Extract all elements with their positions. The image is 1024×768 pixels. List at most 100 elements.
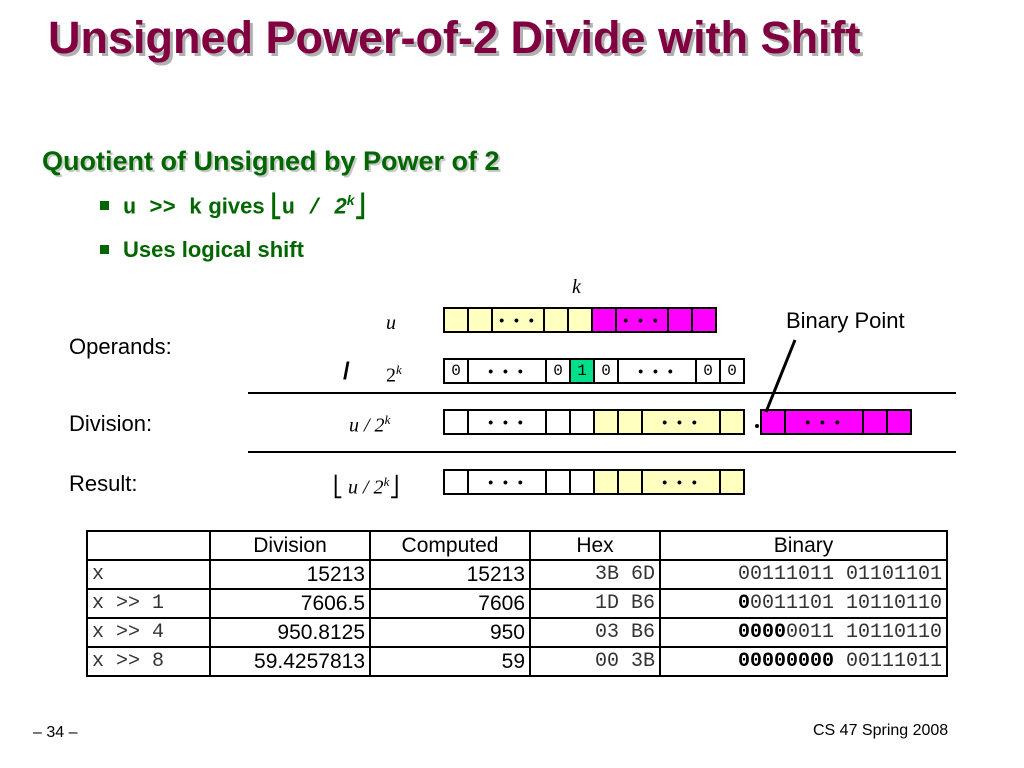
bit-cell: [691, 307, 717, 333]
remaining-bits: 0011101 10110110: [749, 592, 942, 615]
computed-cell: 7606: [369, 588, 531, 619]
floor-right-bracket: ⎦: [354, 193, 366, 219]
remaining-bits: 00111011: [833, 650, 942, 673]
division-cell: 15213: [209, 559, 371, 590]
table-row: x >> 8 59.4257813 59 00 3B 00000000 0011…: [86, 646, 948, 677]
bullet-gives-text: gives: [208, 193, 265, 219]
shift-results-table: Division Computed Hex Binary x 15213 152…: [86, 530, 948, 677]
expr-cell: x: [86, 559, 211, 590]
hex-cell: 03 B6: [529, 617, 661, 648]
two-pow-k-bit-row: 0 • • • 0 1 0 • • • 0 0: [443, 358, 745, 384]
table-row: x >> 4 950.8125 950 03 B6 00000011 10110…: [86, 617, 948, 648]
binary-cell: 00111011 01101101: [659, 559, 948, 590]
table-row: x >> 1 7606.5 7606 1D B6 00011101 101101…: [86, 588, 948, 619]
floor-right-bracket: ⎦: [389, 476, 400, 499]
binary-point-dot: [755, 424, 759, 428]
divider-line: [248, 451, 956, 453]
header-cell: Binary: [659, 530, 948, 561]
bit-cell: [543, 307, 569, 333]
bullet-code: u >> k: [123, 195, 203, 221]
division-bit-row: • • • • • •: [443, 409, 745, 435]
bit-cell: [593, 469, 619, 495]
ellipsis-cell: • • •: [467, 358, 547, 384]
hex-cell: 3B 6D: [529, 559, 661, 590]
header-cell: Computed: [369, 530, 531, 561]
hex-cell: 1D B6: [529, 588, 661, 619]
bullet-logical-shift-text: Uses logical shift: [123, 237, 304, 262]
header-cell: Hex: [529, 530, 661, 561]
header-cell: Division: [209, 530, 371, 561]
two-base: 2: [386, 364, 396, 387]
bullet-u-div: u /: [281, 195, 335, 221]
bit-cell: [569, 469, 595, 495]
u-bit-row: • • • • • •: [443, 307, 717, 333]
computed-cell: 950: [369, 617, 531, 648]
bit-cell: 0: [593, 358, 619, 384]
floor-left-bracket: ⎣: [270, 193, 282, 219]
u-div-two-pow-k-label: u / 2k: [349, 412, 390, 438]
k-exponent: k: [384, 412, 391, 427]
divider-line: [248, 392, 956, 394]
bullet-square-icon: [100, 201, 109, 211]
bit-cell: 0: [719, 358, 745, 384]
bullet-logical-shift: Uses logical shift: [100, 237, 304, 263]
bit-cell: [443, 469, 469, 495]
ellipsis-cell: • • •: [617, 358, 697, 384]
bit-cell: [719, 469, 745, 495]
fraction-bit-row: • • •: [760, 409, 912, 435]
bit-cell-one: 1: [569, 358, 595, 384]
ellipsis-cell: • • •: [615, 307, 669, 333]
header-cell: [86, 530, 211, 561]
bit-cell: [617, 469, 643, 495]
pointer-line: [764, 339, 797, 413]
hex-cell: 00 3B: [529, 646, 661, 677]
ellipsis-cell: • • •: [641, 409, 721, 435]
bullet-k-sup: k: [346, 192, 355, 208]
binary-cell: 00000011 10110110: [659, 617, 948, 648]
table-row: x 15213 15213 3B 6D 00111011 01101101: [86, 559, 948, 590]
division-cell: 950.8125: [209, 617, 371, 648]
u-div-text: u / 2: [348, 476, 384, 499]
k-exponent: k: [396, 362, 402, 377]
floor-u-div-two-pow-k-label: ⎣ u / 2k⎦: [333, 474, 399, 500]
u-div-text: u / 2: [349, 414, 385, 437]
ellipsis-cell: • • •: [491, 307, 545, 333]
shifted-in-bits: 00000000: [737, 650, 834, 673]
binary-point-label: Binary Point: [786, 308, 905, 333]
bit-cell: [617, 409, 643, 435]
bit-cell: 0: [443, 358, 469, 384]
division-cell: 7606.5: [209, 588, 371, 619]
bit-cell: [591, 307, 617, 333]
bit-cell: [862, 409, 888, 435]
ellipsis-cell: • • •: [784, 409, 864, 435]
slide-subtitle: Quotient of Unsigned by Power of 2: [42, 146, 500, 176]
course-footer: CS 47 Spring 2008: [813, 722, 949, 739]
bit-cell: [886, 409, 912, 435]
bit-cell: [719, 409, 745, 435]
k-label: k: [572, 276, 581, 298]
result-label: Result:: [69, 471, 138, 496]
two-pow-k-label: 2k: [386, 362, 402, 388]
shifted-in-bits: 0000: [737, 621, 786, 644]
computed-cell: 15213: [369, 559, 531, 590]
bullet-shift-gives-floor: u >> k gives ⎣u / 2k⎦: [100, 192, 366, 220]
bit-cell: [760, 409, 786, 435]
bit-cell: [545, 409, 571, 435]
bullet-two: 2: [334, 193, 347, 219]
expr-cell: x >> 8: [86, 646, 211, 677]
operands-label: Operands:: [69, 334, 172, 359]
floor-left-bracket: ⎣: [333, 476, 343, 499]
divide-symbol: /: [343, 358, 350, 385]
computed-cell: 59: [369, 646, 531, 677]
binary-cell: 00011101 10110110: [659, 588, 948, 619]
expr-cell: x >> 4: [86, 617, 211, 648]
u-label: u: [386, 312, 396, 334]
remaining-bits: 0011 10110110: [785, 621, 942, 644]
division-label: Division:: [69, 411, 153, 436]
ellipsis-cell: • • •: [467, 409, 547, 435]
expr-cell: x >> 1: [86, 588, 211, 619]
remaining-bits: 00111011 01101101: [737, 563, 942, 586]
result-bit-row: • • • • • •: [443, 469, 745, 495]
k-exponent: k: [383, 474, 390, 489]
